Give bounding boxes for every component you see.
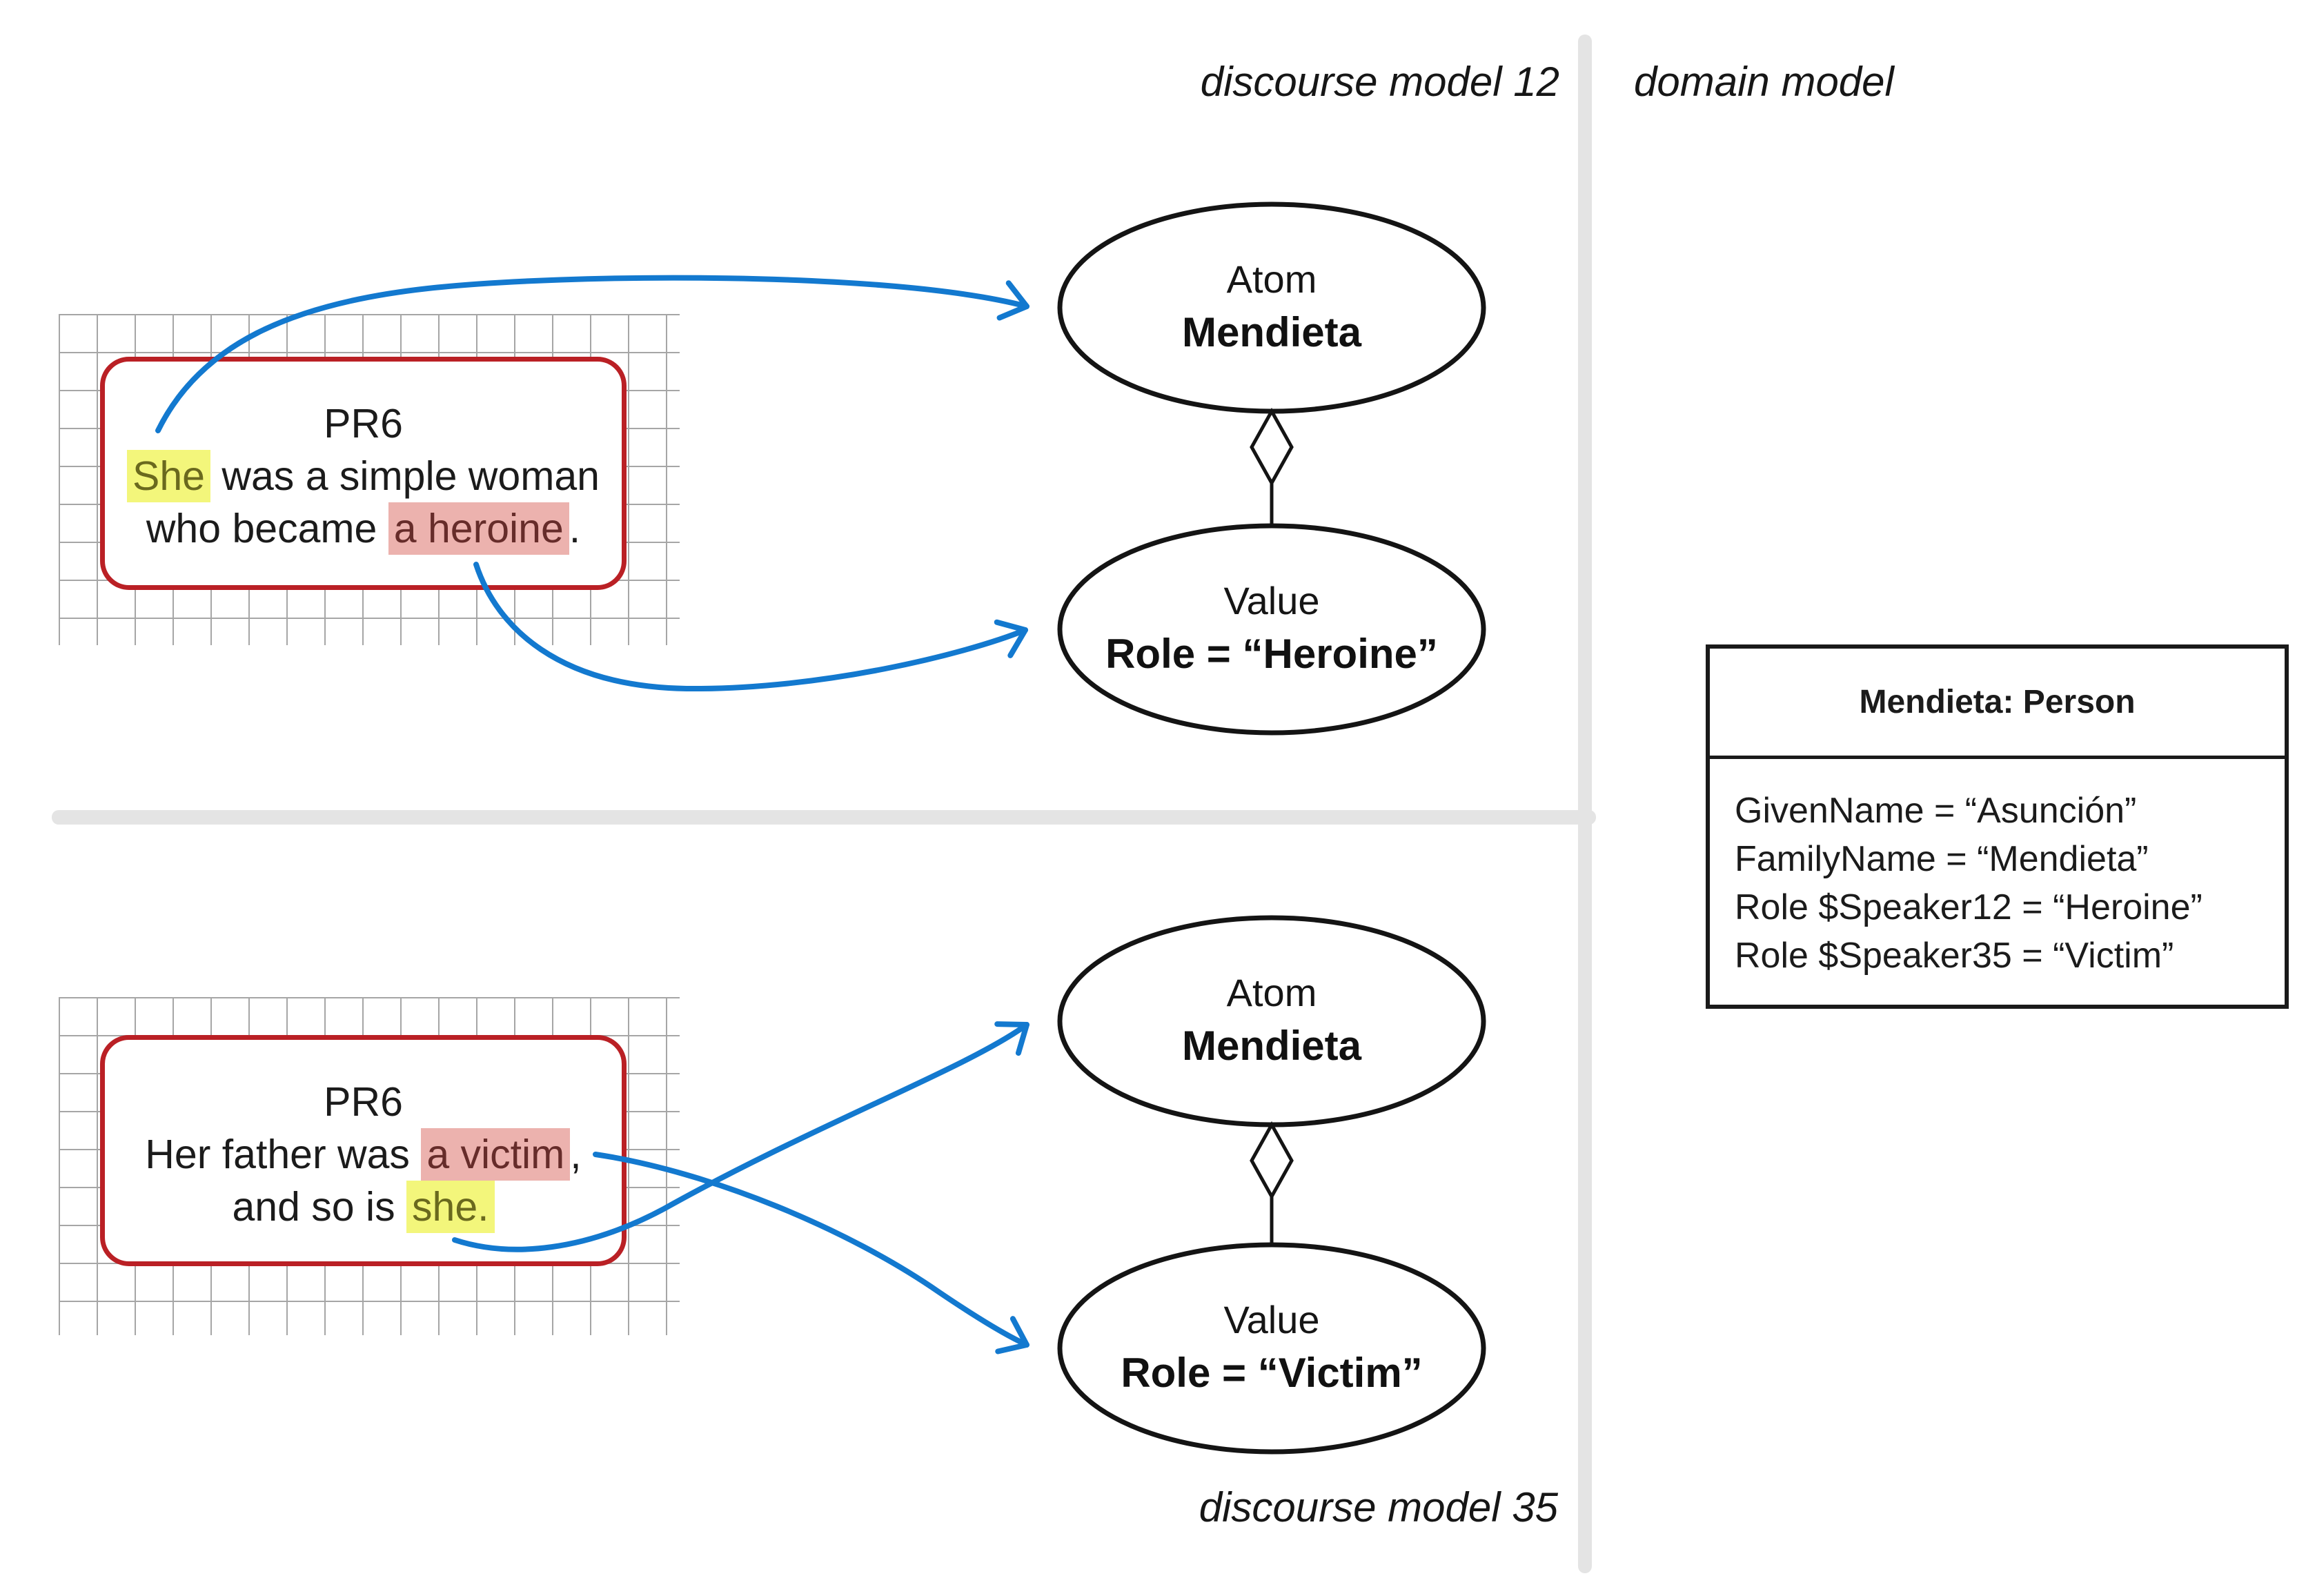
utterance-title: PR6 (324, 401, 403, 446)
class-attributes: GivenName = “Asunción” FamilyName = “Men… (1710, 759, 2285, 980)
utterance-text-segment: , (570, 1132, 582, 1177)
highlighted-anaphor: she. (406, 1181, 495, 1233)
value-node-name: Role = “Victim” (1121, 1350, 1422, 1396)
horizontal-section-divider (52, 810, 1596, 825)
domain-class-box: Mendieta: Person GivenName = “Asunción” … (1706, 644, 2289, 1009)
utterance-line: Her father was a victim, (105, 1128, 622, 1181)
atom-node-name: Mendieta (1182, 1023, 1362, 1069)
utterance-text-segment: who became (146, 506, 388, 551)
highlighted-role-phrase: a heroine (388, 502, 569, 555)
discourse-model-35-label: discourse model 35 (1199, 1484, 1558, 1530)
utterance-box-pr6-dm12: PR6 She was a simple woman who became a … (100, 357, 627, 590)
value-node-name: Role = “Heroine” (1105, 631, 1438, 677)
value-node-type: Value (1223, 579, 1319, 622)
value-node-type: Value (1223, 1298, 1319, 1341)
utterance-text-segment: Her father was (145, 1132, 422, 1177)
vertical-section-divider (1578, 35, 1592, 1573)
atom-node-ellipse-dm35 (1057, 915, 1486, 1127)
atom-node-ellipse-dm12 (1057, 201, 1486, 414)
domain-model-label: domain model (1634, 59, 1894, 105)
class-attribute: FamilyName = “Mendieta” (1735, 839, 2149, 879)
utterance-text-segment: . (569, 506, 581, 551)
atom-node-name: Mendieta (1182, 309, 1362, 355)
utterance-line: who became a heroine. (105, 502, 622, 555)
value-node-ellipse-dm12 (1057, 523, 1486, 736)
utterance-box-pr6-dm35: PR6 Her father was a victim, and so is s… (100, 1035, 627, 1266)
class-title: Mendieta: Person (1710, 649, 2285, 759)
class-attribute: Role $Speaker35 = “Victim” (1735, 936, 2174, 976)
discourse-model-12-label: discourse model 12 (1200, 59, 1559, 105)
highlighted-anaphor: She (127, 450, 210, 502)
class-attribute: Role $Speaker12 = “Heroine” (1735, 887, 2202, 927)
utterance-line: and so is she. (105, 1181, 622, 1233)
class-attribute: GivenName = “Asunción” (1735, 791, 2137, 831)
highlighted-role-phrase: a victim (421, 1128, 571, 1181)
utterance-title: PR6 (324, 1079, 403, 1125)
atom-node-type: Atom (1227, 971, 1317, 1014)
aggregation-diamond-icon (1250, 407, 1294, 487)
atom-node-type: Atom (1227, 257, 1317, 301)
aggregation-diamond-icon (1250, 1121, 1294, 1201)
utterance-text-segment: and so is (232, 1184, 406, 1230)
utterance-text-segment: was a simple woman (210, 453, 600, 499)
value-node-ellipse-dm35 (1057, 1242, 1486, 1455)
utterance-line: She was a simple woman (105, 450, 622, 502)
